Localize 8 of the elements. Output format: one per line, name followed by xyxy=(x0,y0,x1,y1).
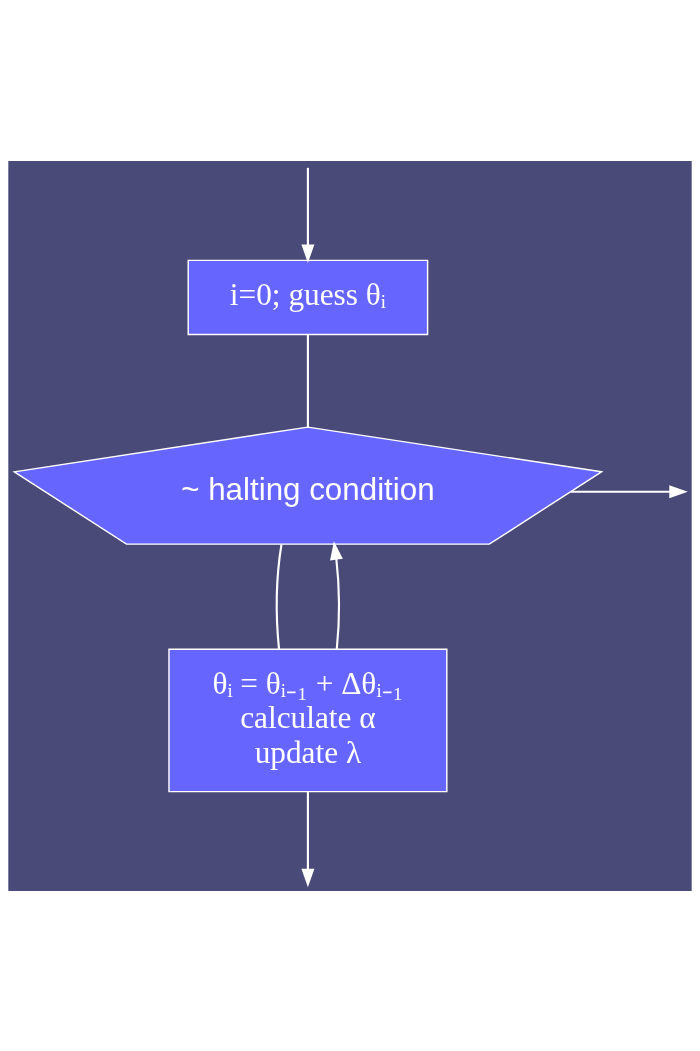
arrow xyxy=(330,540,343,649)
arrow xyxy=(301,167,315,263)
node-box: θᵢ = θᵢ₋₁ + Δθᵢ₋₁ calculate α update λ xyxy=(168,647,448,792)
connector xyxy=(306,334,309,427)
connector xyxy=(275,543,283,649)
arrow xyxy=(301,791,315,887)
arrow xyxy=(570,484,688,498)
node-box: i=0; guess θᵢ xyxy=(187,259,429,335)
